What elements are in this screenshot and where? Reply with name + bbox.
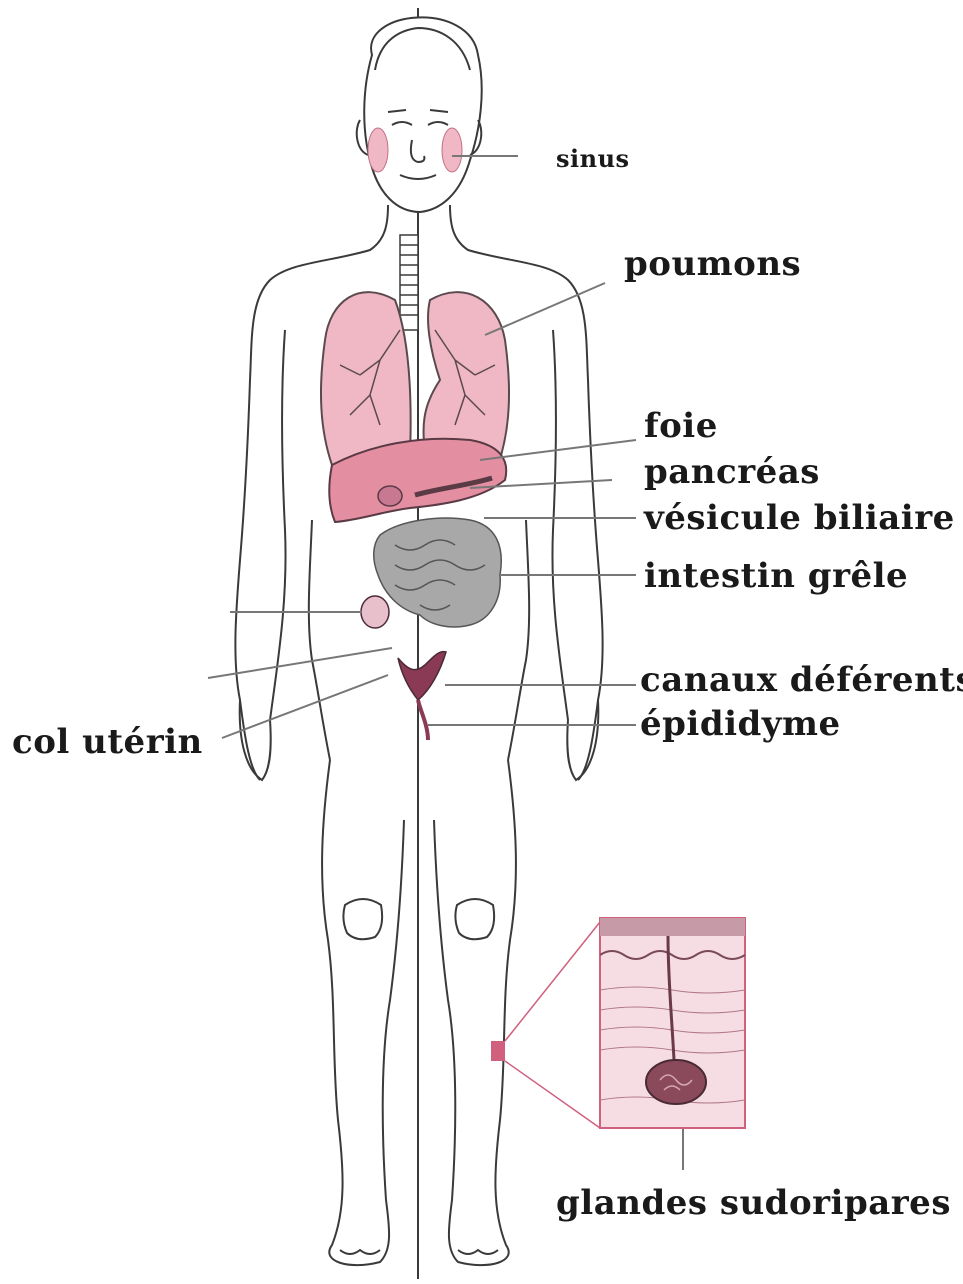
sinus-right xyxy=(442,128,462,172)
label-foie: foie xyxy=(644,406,718,446)
sweat-gland-inset xyxy=(600,918,745,1128)
label-vesicule-biliaire: vésicule biliaire xyxy=(644,498,955,538)
label-glandes-sudoripares: glandes sudoripares xyxy=(556,1183,951,1223)
label-sinus: sinus xyxy=(556,144,630,173)
intestines xyxy=(374,518,502,627)
callout-line-top xyxy=(505,922,600,1041)
label-intestin-grele: intestin grêle xyxy=(644,556,908,596)
label-col-uterin: col utérin xyxy=(12,722,203,762)
skin-sample-marker xyxy=(491,1041,505,1061)
leader-col xyxy=(222,675,388,738)
label-poumons: poumons xyxy=(624,244,801,284)
label-epididyme: épididyme xyxy=(640,704,841,744)
leader-poumons xyxy=(485,283,605,335)
sinus-left xyxy=(368,128,388,172)
gallbladder xyxy=(378,486,402,506)
head xyxy=(357,17,482,212)
trachea xyxy=(400,235,418,330)
label-pancreas: pancréas xyxy=(644,452,820,492)
callout-line-bottom xyxy=(505,1061,600,1128)
label-canaux-deferents: canaux déférents xyxy=(640,660,963,700)
